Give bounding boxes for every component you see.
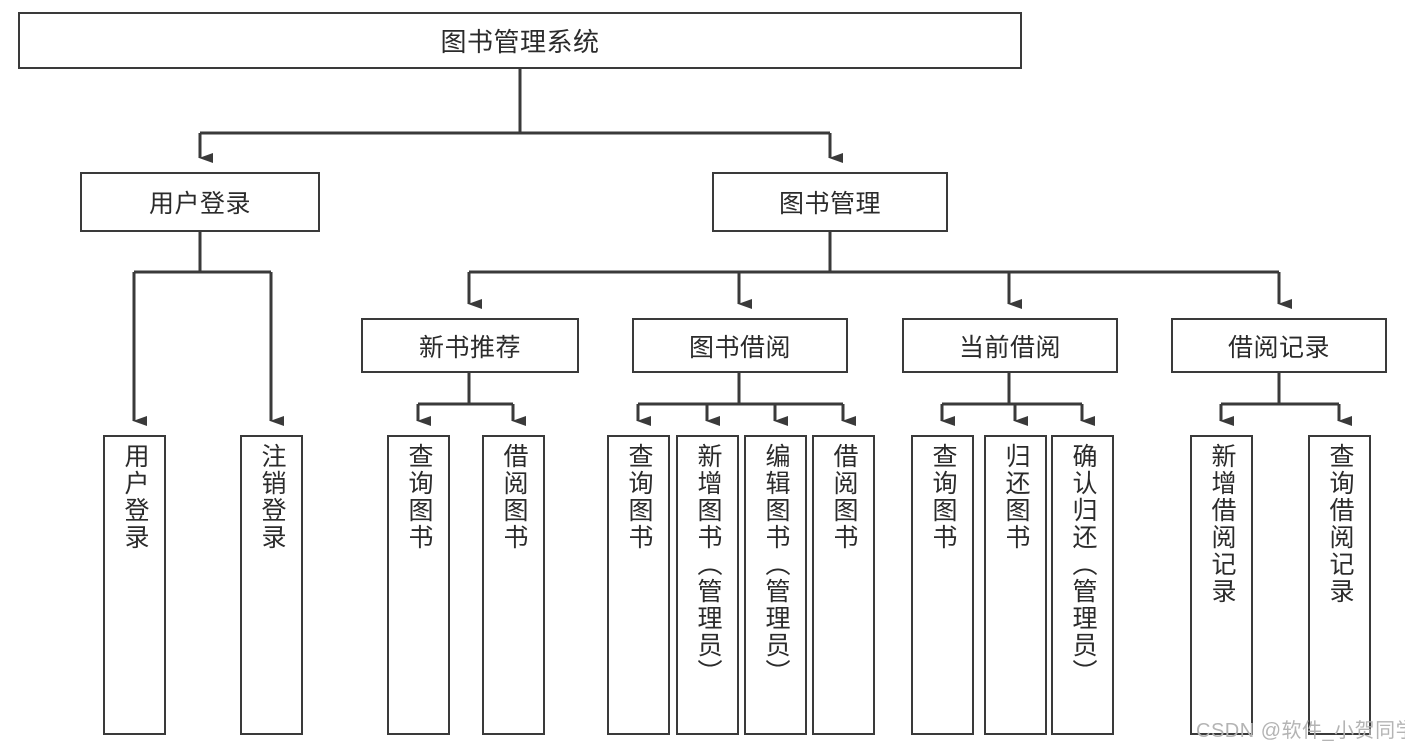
node-leaf-query-book-1-label: 查询图书 xyxy=(405,443,433,551)
node-leaf-add-borrow-record[interactable]: 新增借阅记录 xyxy=(1190,435,1253,735)
node-leaf-add-book-admin[interactable]: 新增图书（管理员） xyxy=(676,435,739,735)
node-borrow-record[interactable]: 借阅记录 xyxy=(1171,318,1387,373)
watermark: CSDN @软件_小贺同学 xyxy=(1196,720,1405,742)
node-current-borrow-label: 当前借阅 xyxy=(958,333,1061,362)
node-current-borrow[interactable]: 当前借阅 xyxy=(902,318,1118,373)
node-leaf-user-login[interactable]: 用户登录 xyxy=(103,435,166,735)
node-leaf-logout-login-label: 注销登录 xyxy=(258,443,286,551)
node-user-login[interactable]: 用户登录 xyxy=(80,172,320,232)
node-leaf-query-book-2[interactable]: 查询图书 xyxy=(607,435,670,735)
node-new-book-recommend-label: 新书推荐 xyxy=(418,333,521,362)
node-borrow-record-label: 借阅记录 xyxy=(1227,333,1330,362)
node-leaf-return-book[interactable]: 归还图书 xyxy=(984,435,1047,735)
node-leaf-query-book-3[interactable]: 查询图书 xyxy=(911,435,974,735)
node-leaf-query-borrow-record[interactable]: 查询借阅记录 xyxy=(1308,435,1371,735)
node-book-borrow-label: 图书借阅 xyxy=(688,333,791,362)
node-leaf-borrow-book-1-label: 借阅图书 xyxy=(500,443,528,551)
node-leaf-query-book-3-label: 查询图书 xyxy=(929,443,957,551)
node-root[interactable]: 图书管理系统 xyxy=(18,12,1022,69)
node-leaf-confirm-return-admin-label: 确认归还（管理员） xyxy=(1069,443,1097,686)
node-leaf-edit-book-admin-label: 编辑图书（管理员） xyxy=(762,443,790,686)
node-leaf-confirm-return-admin[interactable]: 确认归还（管理员） xyxy=(1051,435,1114,735)
node-new-book-recommend[interactable]: 新书推荐 xyxy=(361,318,579,373)
node-leaf-add-book-admin-label: 新增图书（管理员） xyxy=(694,443,722,686)
node-leaf-query-book-1[interactable]: 查询图书 xyxy=(387,435,450,735)
node-book-manage[interactable]: 图书管理 xyxy=(712,172,948,232)
node-leaf-edit-book-admin[interactable]: 编辑图书（管理员） xyxy=(744,435,807,735)
node-leaf-query-borrow-record-label: 查询借阅记录 xyxy=(1326,443,1354,605)
node-root-label: 图书管理系统 xyxy=(440,27,600,57)
node-leaf-borrow-book-2[interactable]: 借阅图书 xyxy=(812,435,875,735)
node-leaf-add-borrow-record-label: 新增借阅记录 xyxy=(1208,443,1236,605)
node-user-login-label: 用户登录 xyxy=(148,190,251,218)
node-leaf-borrow-book-2-label: 借阅图书 xyxy=(830,443,858,551)
node-book-manage-label: 图书管理 xyxy=(778,190,881,218)
node-leaf-borrow-book-1[interactable]: 借阅图书 xyxy=(482,435,545,735)
node-leaf-user-login-label: 用户登录 xyxy=(121,443,149,551)
node-leaf-query-book-2-label: 查询图书 xyxy=(625,443,653,551)
node-book-borrow[interactable]: 图书借阅 xyxy=(632,318,848,373)
node-leaf-logout-login[interactable]: 注销登录 xyxy=(240,435,303,735)
node-leaf-return-book-label: 归还图书 xyxy=(1002,443,1030,551)
